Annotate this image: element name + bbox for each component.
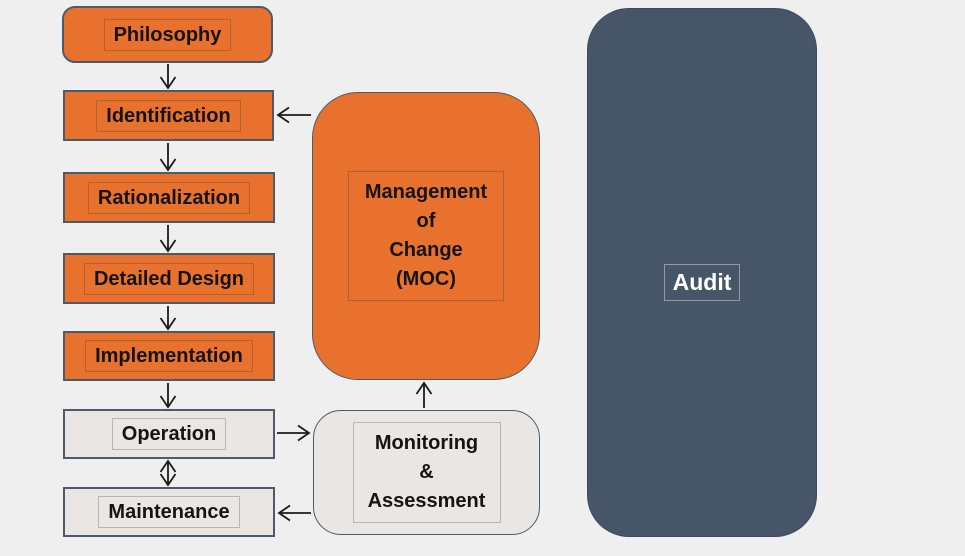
implementation-label: Implementation bbox=[85, 340, 253, 372]
audit-label: Audit bbox=[663, 263, 741, 302]
arrow-monitoring-to-moc bbox=[415, 381, 433, 408]
detailed-design-label: Detailed Design bbox=[83, 262, 255, 295]
node-management-of-change: Management of Change (MOC) bbox=[312, 92, 540, 380]
node-detailed-design: Detailed Design bbox=[63, 253, 275, 304]
arrow-detailed-design-to-implementation bbox=[159, 306, 177, 331]
node-implementation: Implementation bbox=[63, 331, 275, 381]
monitoring-label: Monitoring & Assessment bbox=[352, 422, 501, 523]
node-maintenance: Maintenance bbox=[63, 487, 275, 537]
node-monitoring-assessment: Monitoring & Assessment bbox=[313, 410, 540, 535]
node-operation: Operation bbox=[63, 409, 275, 459]
arrow-moc-to-identification bbox=[276, 106, 311, 124]
arrow-rationalization-to-detailed-design bbox=[159, 225, 177, 253]
arrow-implementation-to-operation bbox=[159, 383, 177, 409]
node-audit: Audit bbox=[587, 8, 817, 537]
arrow-operation-to-monitoring bbox=[277, 424, 311, 442]
arrow-monitoring-to-maintenance bbox=[277, 504, 311, 522]
identification-label: Identification bbox=[96, 99, 241, 132]
node-rationalization: Rationalization bbox=[63, 172, 275, 223]
operation-label: Operation bbox=[111, 418, 227, 450]
rationalization-label: Rationalization bbox=[87, 181, 251, 214]
node-identification: Identification bbox=[63, 90, 274, 141]
maintenance-label: Maintenance bbox=[98, 496, 240, 528]
node-philosophy: Philosophy bbox=[62, 6, 273, 63]
arrow-identification-to-rationalization bbox=[159, 143, 177, 172]
moc-label: Management of Change (MOC) bbox=[348, 171, 504, 301]
arrow-philosophy-to-identification bbox=[159, 64, 177, 90]
philosophy-label: Philosophy bbox=[103, 18, 232, 51]
arrow-operation-maintenance-bidirectional bbox=[159, 459, 177, 487]
